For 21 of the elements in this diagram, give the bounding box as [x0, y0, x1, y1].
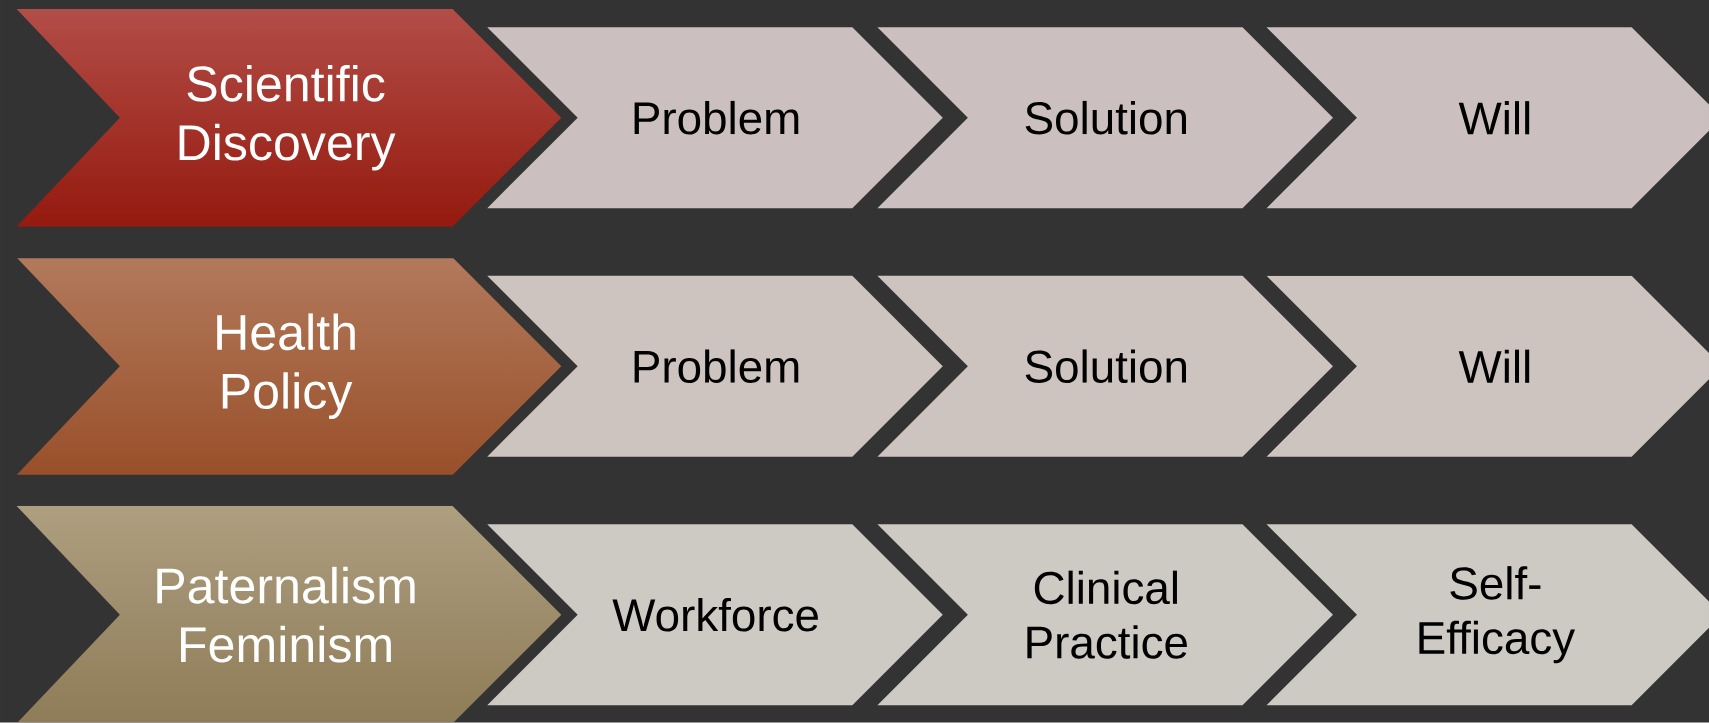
- process-step: Scientific Discovery: [179, 65, 396, 171]
- node-label: Solution: [1025, 101, 1186, 135]
- process-step: Solution: [877, 275, 1333, 457]
- node-label: Problem: [634, 349, 799, 384]
- process-step: Workforce: [487, 524, 943, 706]
- node-label: Will: [1458, 101, 1530, 135]
- process-step: Will: [1266, 275, 1709, 457]
- process-step: Health Policy: [217, 313, 355, 420]
- process-step: Solution: [877, 27, 1333, 209]
- process-step: Self-Efficacy: [1266, 524, 1709, 706]
- process-step: Problem: [487, 275, 943, 457]
- node-label: Workforce: [612, 598, 818, 632]
- node-label: Problem: [634, 101, 799, 135]
- process-step: Paternalism Feminism: [157, 567, 415, 663]
- node-label: Will: [1458, 349, 1530, 383]
- process-step: Clinical Practice: [877, 524, 1333, 706]
- process-step: Will: [1266, 27, 1709, 209]
- process-step: Problem: [487, 27, 943, 209]
- node-label: Solution: [1025, 349, 1186, 384]
- node-label: Clinical Practice: [1027, 570, 1187, 659]
- node-label: Self-Efficacy: [1419, 566, 1576, 664]
